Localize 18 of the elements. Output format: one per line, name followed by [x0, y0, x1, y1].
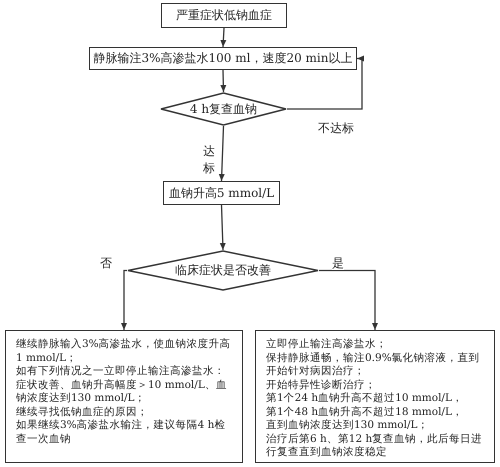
edge-label: 否 [100, 256, 112, 270]
edge-label: 是 [332, 256, 344, 270]
arrow [220, 70, 226, 92]
arrow [220, 28, 226, 48]
decision-diamond: 4 h复查血钠 [160, 92, 287, 126]
arrow [220, 204, 226, 250]
edge-label: 达标 [203, 143, 215, 177]
process-box: 静脉输注3%高渗盐水100 ml，速度20 min以上 [89, 47, 357, 70]
process-box: 严重症状低钠血症 [161, 3, 287, 28]
process-box: 血钠升高5 mmol/L [163, 181, 280, 205]
arrow [218, 126, 225, 182]
text-box: 立即停止输注高渗盐水； 保持静脉通畅，输注0.9%氯化钠溶液，直到开始针对病因治疗； 开始特异性诊断治疗； 第1个24 h血钠升高不超过10 mmol/L， 第1个48 h血钠升高不超过18 mmol/L， 直到血钠浓度达到130 mmol/L； 治疗后第6 h、第12 h复查血钠，此后每日进行复查直到血钠浓度稳定 [255, 330, 495, 463]
decision-diamond: 临床症状是否改善 [127, 250, 319, 291]
text-box: 继续静脉输入3%高渗盐水，使血钠浓度升高1 mmol/L； 如有下列情况之一立即停止输注高渗盐水： 症状改善、血钠升高幅度＞10 mmol/L、血钠浓度达到130 mmol/L； 继续寻找低钠血症的原因； 如果继续3%高渗盐水输注，建议每隔4 h检查一次血钠 [5, 330, 243, 463]
arrow [319, 270, 378, 330]
arrow [121, 270, 127, 330]
arrow [287, 56, 364, 110]
edge-label: 不达标 [318, 121, 354, 135]
